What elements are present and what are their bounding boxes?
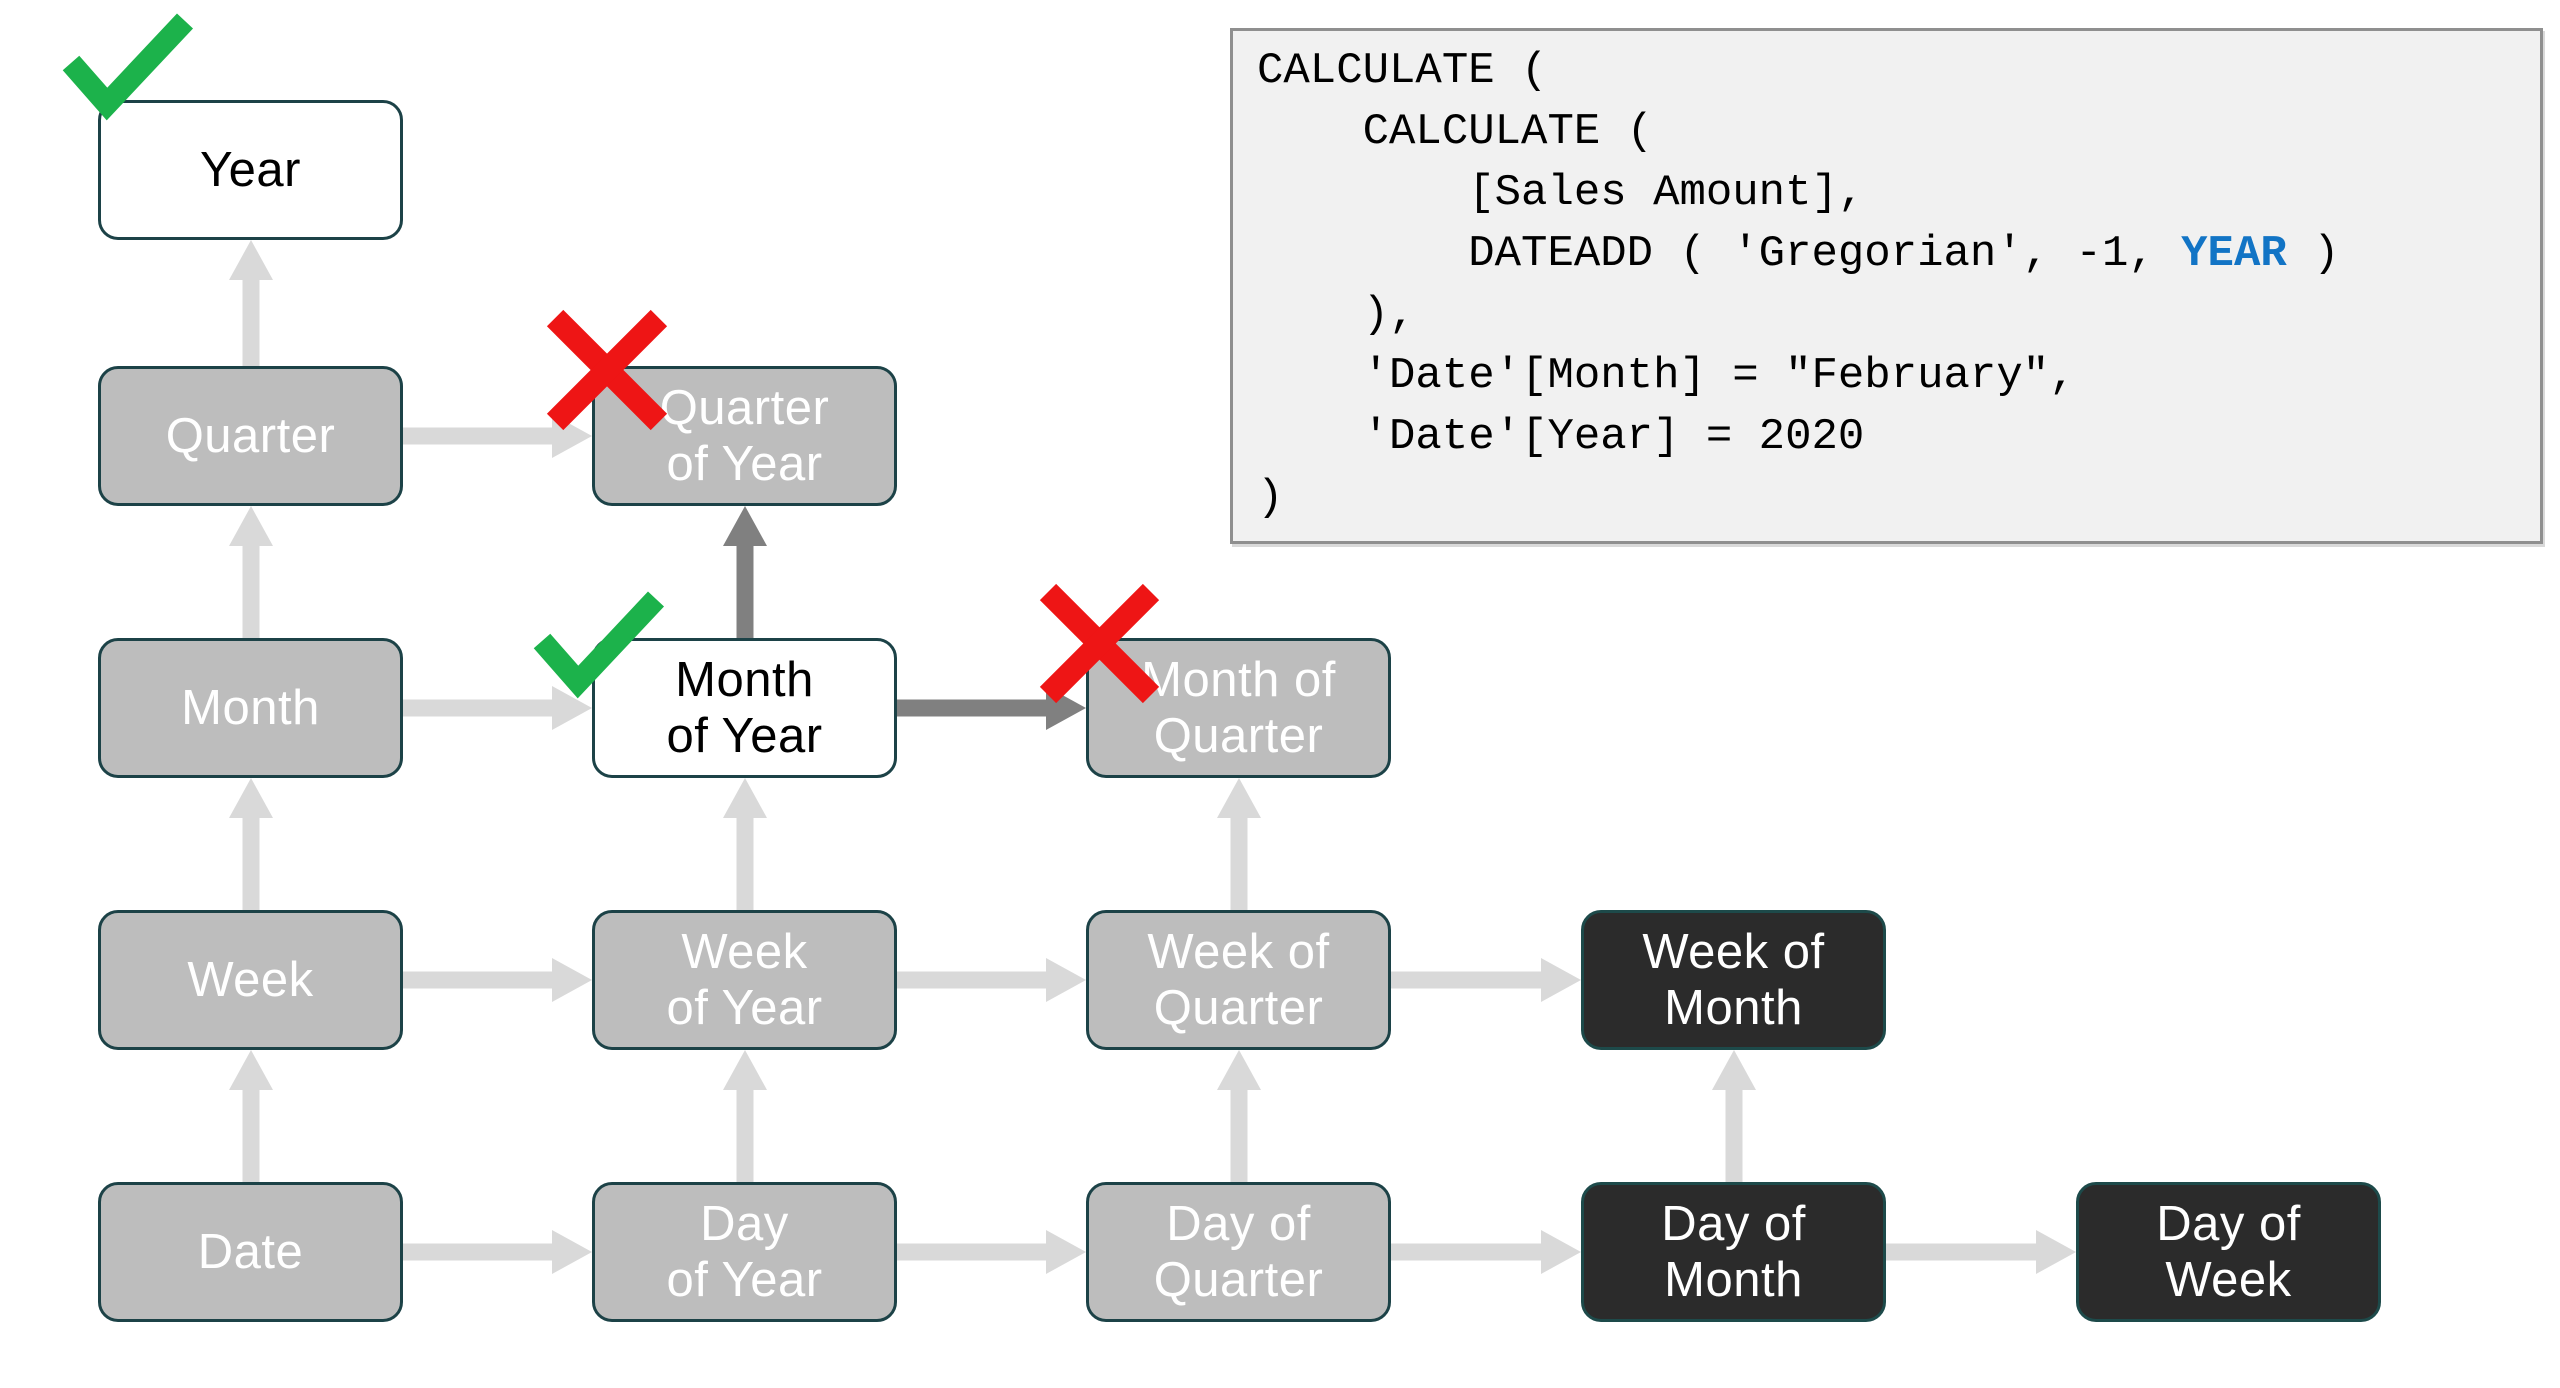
box-label-line: Month of [1141, 653, 1336, 707]
box-label-line: Year [199, 143, 301, 197]
code-text: CALCULATE ( [1257, 46, 1548, 96]
box-label-line: Week [681, 925, 808, 979]
box-label-line: Week [2165, 1253, 2292, 1307]
code-text: DATEADD ( 'Gregorian', -1, [1257, 229, 2182, 279]
box-label-line: of Year [666, 981, 823, 1035]
arrow-day-of-year-to-week-of-year [722, 1050, 767, 1182]
check-icon-month-of-year [533, 591, 665, 699]
arrow-month-of-year-to-quarter-of-year [722, 506, 767, 638]
arrow-day-of-quarter-to-day-of-month [1391, 1230, 1581, 1274]
box-label-line: Quarter [1153, 1253, 1324, 1307]
box-label-line: Quarter [165, 409, 336, 463]
box-label-line: of Year [666, 437, 823, 491]
dax-code-lines: CALCULATE ( CALCULATE ( [Sales Amount], … [1257, 41, 2516, 529]
arrow-day-of-month-to-day-of-week [1886, 1230, 2076, 1274]
box-label-line: Week of [1642, 925, 1825, 979]
code-line: CALCULATE ( [1257, 41, 2516, 102]
cross-icon-quarter-of-year [546, 309, 668, 431]
box-label-line: Quarter [659, 381, 830, 435]
box-label-line: Month [181, 681, 320, 735]
code-text: 'Date'[Year] = 2020 [1257, 412, 1865, 462]
arrow-week-to-week-of-year [403, 958, 592, 1002]
box-quarter: Quarter [98, 366, 403, 506]
box-label-line: Quarter [1153, 709, 1324, 763]
arrow-day-of-month-to-week-of-month [1711, 1050, 1756, 1182]
arrow-week-of-year-to-month-of-year [722, 778, 767, 910]
arrow-week-of-quarter-to-month-of-quarter [1216, 778, 1261, 910]
box-label-line: of Year [666, 1253, 823, 1307]
code-text: [Sales Amount], [1257, 168, 1865, 218]
box-label-line: Month [1664, 1253, 1803, 1307]
box-label-line: Quarter [1153, 981, 1324, 1035]
box-label-line: Day of [2156, 1197, 2301, 1251]
box-label-line: Week [187, 953, 314, 1007]
check-icon-year [62, 13, 194, 121]
box-label-line: Day of [1661, 1197, 1806, 1251]
code-line: [Sales Amount], [1257, 163, 2516, 224]
code-text: 'Date'[Month] = "February", [1257, 351, 2076, 401]
code-line: CALCULATE ( [1257, 102, 2516, 163]
arrow-day-of-year-to-day-of-quarter [897, 1230, 1086, 1274]
code-line: ), [1257, 285, 2516, 346]
box-year: Year [98, 100, 403, 240]
code-line: ) [1257, 468, 2516, 529]
arrow-month-to-quarter [228, 506, 273, 638]
dax-code-panel: CALCULATE ( CALCULATE ( [Sales Amount], … [1230, 28, 2543, 544]
box-month: Month [98, 638, 403, 778]
code-text: ) [2286, 229, 2340, 279]
box-label-line: Month [675, 653, 814, 707]
arrow-week-to-month [228, 778, 273, 910]
arrow-day-of-quarter-to-week-of-quarter [1216, 1050, 1261, 1182]
code-text: CALCULATE ( [1257, 107, 1654, 157]
code-keyword: YEAR [2181, 229, 2287, 279]
code-text: ), [1257, 290, 1416, 340]
cross-icon-month-of-quarter [1039, 583, 1160, 704]
arrow-week-of-year-to-week-of-quarter [897, 958, 1086, 1002]
arrow-date-to-day-of-year [403, 1230, 592, 1274]
arrow-week-of-quarter-to-week-of-month [1391, 958, 1581, 1002]
arrow-date-to-week [228, 1050, 273, 1182]
box-week: Week [98, 910, 403, 1050]
code-line: 'Date'[Month] = "February", [1257, 346, 2516, 407]
code-text: ) [1257, 473, 1284, 523]
box-label-line: Date [197, 1225, 304, 1279]
code-line: 'Date'[Year] = 2020 [1257, 407, 2516, 468]
box-label-line: of Year [666, 709, 823, 763]
box-date: Date [98, 1182, 403, 1322]
box-label-line: Day [700, 1197, 789, 1251]
code-line: DATEADD ( 'Gregorian', -1, YEAR ) [1257, 224, 2516, 285]
arrow-quarter-to-year [228, 240, 273, 366]
box-label-line: Month [1664, 981, 1803, 1035]
box-label-line: Day of [1166, 1197, 1311, 1251]
box-label-line: Week of [1147, 925, 1330, 979]
arrow-month-to-month-of-year [403, 686, 592, 730]
